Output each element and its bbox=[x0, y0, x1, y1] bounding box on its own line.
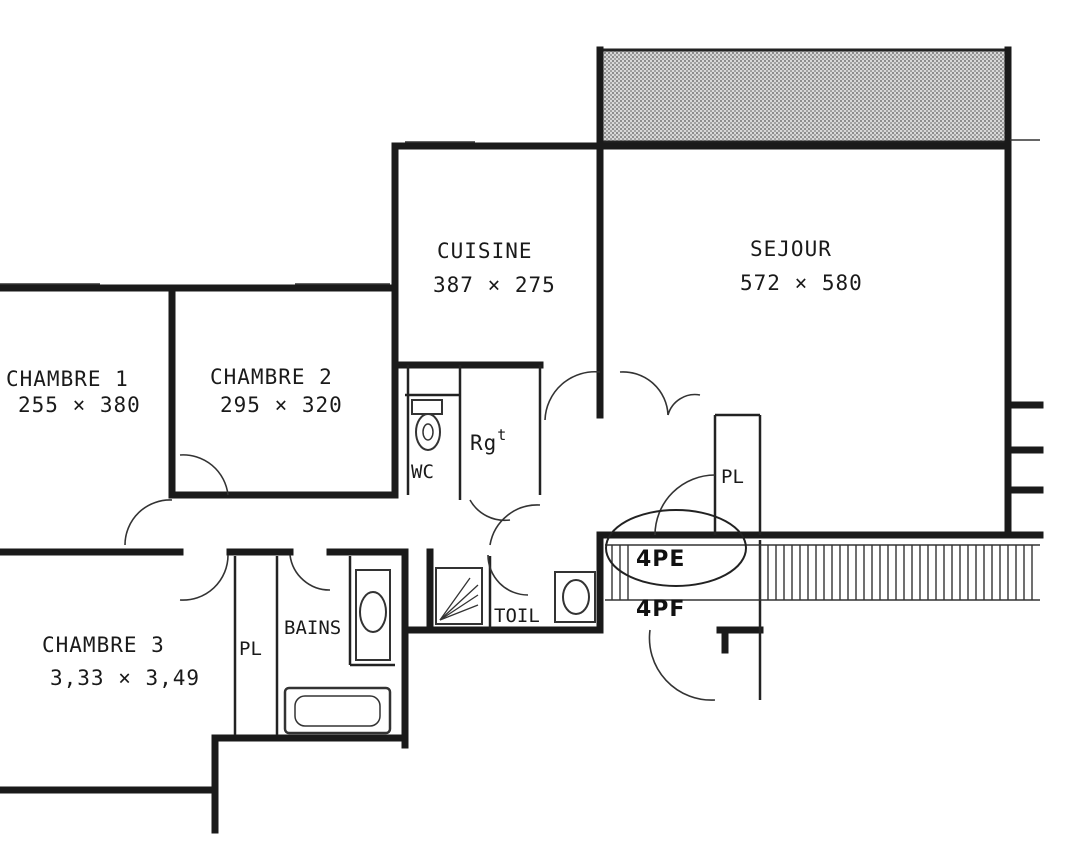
entrance-hatch bbox=[605, 544, 1040, 601]
walls bbox=[0, 46, 1044, 834]
room-dims-chambre1: 255 × 380 bbox=[18, 393, 141, 417]
room-name-placard-chambre3: PL bbox=[239, 638, 262, 660]
room-name-sejour: SEJOUR bbox=[750, 237, 832, 261]
door-swings bbox=[124, 370, 716, 701]
room-dims-chambre3: 3,33 × 3,49 bbox=[50, 666, 200, 690]
room-name-chambre2: CHAMBRE 2 bbox=[210, 365, 333, 389]
room-dims-chambre2: 295 × 320 bbox=[220, 393, 343, 417]
room-name-bains: BAINS bbox=[284, 617, 341, 639]
room-name-toilette: TOIL bbox=[494, 605, 540, 627]
washbasin-icon bbox=[355, 569, 391, 661]
room-name-chambre3: CHAMBRE 3 bbox=[42, 633, 165, 657]
marker-circle bbox=[605, 509, 747, 587]
room-dims-cuisine: 387 × 275 bbox=[433, 273, 556, 297]
rangement-superscript: t bbox=[497, 426, 507, 444]
fixtures bbox=[283, 399, 596, 735]
toilet-icon bbox=[411, 399, 443, 451]
balcony-hatch bbox=[598, 48, 1010, 144]
bathtub-icon bbox=[283, 686, 392, 735]
marker-below-label: 4PF bbox=[636, 597, 685, 622]
shower-icon bbox=[435, 567, 483, 625]
marker-circled-label: 4PE bbox=[636, 547, 685, 572]
sink-icon bbox=[554, 571, 596, 623]
room-name-rangement: Rgt bbox=[470, 426, 507, 455]
rangement-label: Rg bbox=[470, 431, 497, 455]
room-name-wc: WC bbox=[411, 461, 434, 483]
room-name-placard-entree: PL bbox=[721, 466, 744, 488]
room-name-chambre1: CHAMBRE 1 bbox=[6, 367, 129, 391]
room-name-cuisine: CUISINE bbox=[437, 239, 533, 263]
room-dims-sejour: 572 × 580 bbox=[740, 271, 863, 295]
